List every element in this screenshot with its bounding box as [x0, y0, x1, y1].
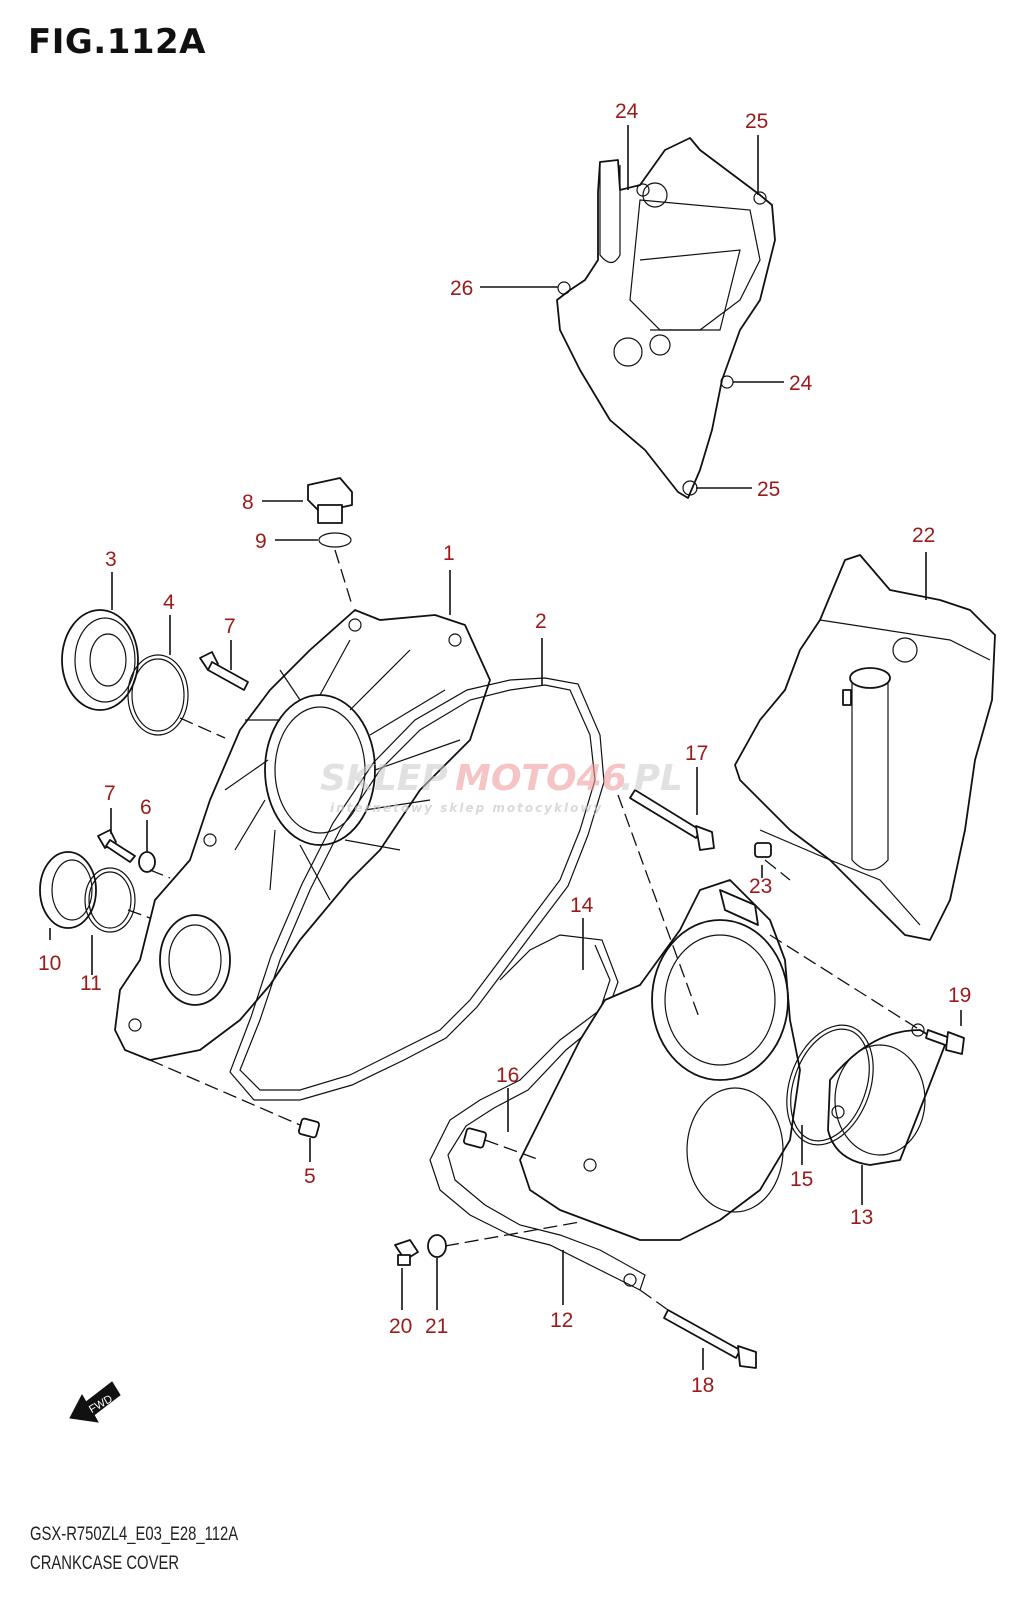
- callout-13[interactable]: 13: [850, 1206, 873, 1229]
- callout-23[interactable]: 23: [749, 875, 772, 898]
- callout-4[interactable]: 4: [163, 591, 175, 614]
- figure-name: CRANKCASE COVER: [30, 1553, 180, 1574]
- callout-21[interactable]: 21: [425, 1315, 448, 1338]
- callout-15[interactable]: 15: [790, 1168, 813, 1191]
- leader-lines: [49, 125, 962, 1370]
- outer-cover-22[interactable]: [734, 554, 996, 941]
- callout-24-bottom[interactable]: 24: [789, 372, 813, 395]
- bolt-17[interactable]: [629, 789, 715, 851]
- callout-9[interactable]: 9: [255, 530, 267, 553]
- callout-25-bottom[interactable]: 25: [757, 478, 780, 501]
- gasket-2[interactable]: [229, 677, 605, 1101]
- callout-1[interactable]: 1: [443, 542, 455, 565]
- assembly-lines: [127, 549, 921, 1311]
- bolt-20[interactable]: [394, 1239, 419, 1266]
- callout-14[interactable]: 14: [570, 894, 594, 917]
- callout-6[interactable]: 6: [140, 796, 152, 819]
- fwd-label: FWD: [87, 1393, 115, 1416]
- callout-19[interactable]: 19: [948, 984, 971, 1007]
- oil-filler-cap-8[interactable]: [307, 477, 353, 524]
- o-ring-4[interactable]: [127, 654, 189, 736]
- callout-17[interactable]: 17: [685, 742, 708, 765]
- crankcase-cover-1[interactable]: [114, 609, 491, 1061]
- callout-3[interactable]: 3: [105, 548, 117, 571]
- figure-title: FIG.112A: [28, 22, 206, 62]
- callout-22[interactable]: 22: [912, 524, 935, 547]
- callout-12[interactable]: 12: [550, 1309, 573, 1332]
- bolt-7-lower[interactable]: [97, 829, 136, 863]
- callout-10[interactable]: 10: [38, 952, 61, 975]
- forward-arrow-icon: [69, 1381, 121, 1423]
- watermark-brand-red: MOTO46: [455, 758, 627, 799]
- washer-21[interactable]: [427, 1234, 447, 1258]
- callout-7-lower[interactable]: 7: [104, 782, 116, 805]
- dowel-pin-23[interactable]: [754, 842, 772, 858]
- callout-11[interactable]: 11: [80, 972, 102, 995]
- dowel-pin-16[interactable]: [463, 1127, 487, 1149]
- callout-labels: 24 25 26 24 25 8 9 1 2 3 4 7 22 7 6 17 2…: [38, 100, 971, 1397]
- bolt-18[interactable]: [663, 1309, 757, 1369]
- callout-16[interactable]: 16: [496, 1064, 519, 1087]
- bolt-7-upper[interactable]: [199, 651, 249, 691]
- o-ring-11[interactable]: [84, 867, 136, 933]
- callout-24-top[interactable]: 24: [615, 100, 639, 123]
- plug-10[interactable]: [39, 851, 97, 929]
- cover-13[interactable]: [827, 1023, 946, 1166]
- bolt-19[interactable]: [925, 1029, 965, 1055]
- callout-26[interactable]: 26: [450, 277, 473, 300]
- watermark-tagline: internetowy sklep motocyklowy: [330, 801, 603, 815]
- upper-bracket-cover[interactable]: [556, 137, 776, 499]
- plug-3[interactable]: [61, 609, 139, 711]
- o-ring-15[interactable]: [771, 1013, 889, 1157]
- watermark-brand-gray: SKLEP: [320, 758, 448, 799]
- callout-8[interactable]: 8: [242, 491, 254, 514]
- callout-5[interactable]: 5: [304, 1165, 316, 1188]
- callout-18[interactable]: 18: [691, 1374, 714, 1397]
- model-code: GSX-R750ZL4_E03_E28_112A: [30, 1524, 239, 1545]
- dowel-pin-5[interactable]: [298, 1117, 320, 1139]
- callout-7-upper[interactable]: 7: [224, 615, 236, 638]
- fwd-indicator: FWD: [69, 1381, 121, 1423]
- callout-2[interactable]: 2: [535, 610, 547, 633]
- watermark: SKLEP MOTO46 .PL internetowy sklep motoc…: [320, 758, 683, 815]
- o-ring-9[interactable]: [318, 532, 352, 548]
- washer-6[interactable]: [138, 851, 156, 873]
- callout-20[interactable]: 20: [389, 1315, 412, 1338]
- watermark-brand-tld: .PL: [620, 758, 683, 799]
- clutch-cover-12[interactable]: [519, 879, 801, 1287]
- callout-25-top[interactable]: 25: [745, 110, 768, 133]
